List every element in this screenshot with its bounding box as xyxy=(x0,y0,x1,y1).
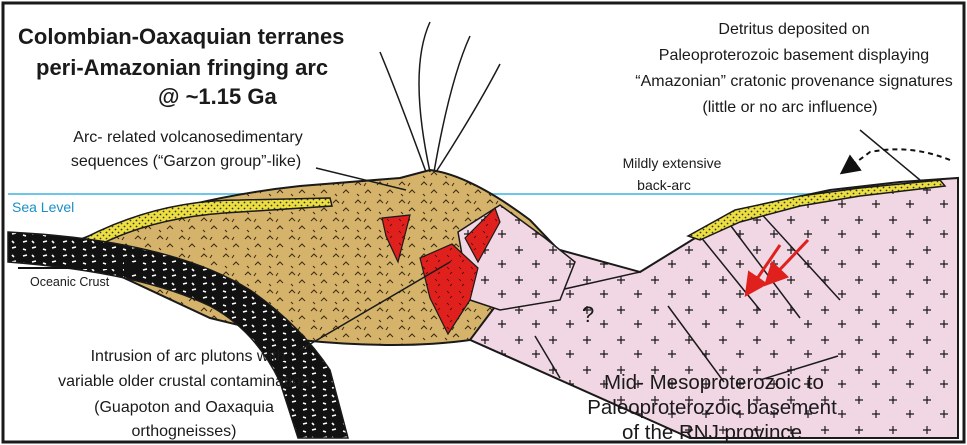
title-line-3: @ ~1.15 Ga xyxy=(158,84,277,109)
volcanic-plume-icon xyxy=(380,22,500,172)
intrusion-note-line-2: variable older crustal contamination xyxy=(58,373,310,390)
oceanic-crust-label: Oceanic Crust xyxy=(30,275,110,289)
basement-note-line-1: Mid- Mesoproterozoic to xyxy=(604,371,824,394)
back-arc-label-line-2: back-arc xyxy=(637,177,691,193)
detritus-note-line-4: (little or no arc influence) xyxy=(702,99,877,116)
uncertainty-mark: ? xyxy=(582,302,594,327)
detritus-note-line-1: Detritus deposited on xyxy=(718,21,869,38)
intrusion-note-line-1: Intrusion of arc plutons with xyxy=(91,348,286,365)
back-arc-label-line-1: Mildly extensive xyxy=(623,155,722,171)
basement-note-line-2: Paleoproterozoic basement xyxy=(587,396,837,419)
arc-sequences-line-1: Arc- related volcanosedimentary xyxy=(73,129,302,146)
arc-sequences-line-2: sequences (“Garzon group”-like) xyxy=(71,153,301,170)
detritus-note-line-3: “Amazonian” cratonic provenance signatur… xyxy=(635,73,953,90)
title-line-2: peri-Amazonian fringing arc xyxy=(36,55,328,80)
sea-level-label: Sea Level xyxy=(12,199,74,215)
detritus-note-line-2: Paleoproterozoic basement displaying xyxy=(659,47,929,64)
basement-note-line-3: of the RNJ province xyxy=(622,421,802,444)
intrusion-note-line-3: (Guapoton and Oaxaquia xyxy=(94,399,274,416)
intrusion-note-line-4: orthogneisses) xyxy=(132,423,237,440)
slab-lower-edge xyxy=(330,370,448,438)
title-line-1: Colombian-Oaxaquian terranes xyxy=(18,24,344,49)
